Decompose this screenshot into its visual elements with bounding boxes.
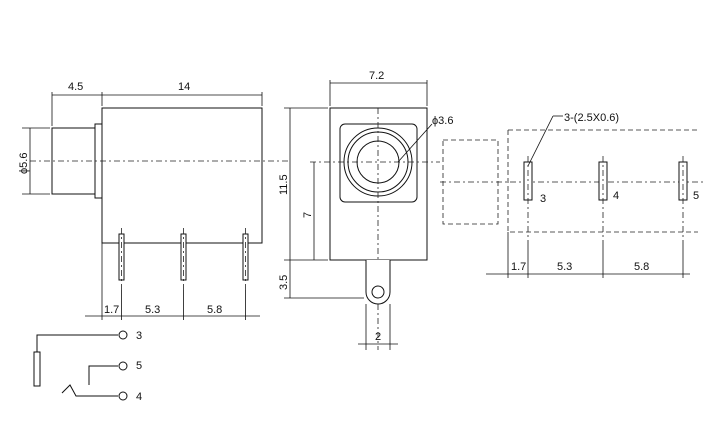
- dim-label: 7: [302, 212, 314, 218]
- pin-label: 3: [136, 330, 142, 342]
- dim-label: ϕ5.6: [18, 153, 30, 174]
- dim-label: 1.7: [511, 261, 526, 273]
- terminal-circle: [118, 391, 128, 401]
- dim-label: 14: [178, 81, 190, 93]
- pcb-view: 3 4 5 3-(2.5X0.6) 1.7 5.3 5.8: [440, 112, 705, 278]
- schematic: 3 5 4: [33, 330, 142, 403]
- plug-symbol: [33, 351, 41, 387]
- dim-label: ϕ3.6: [432, 115, 453, 127]
- terminal-circle: [118, 330, 128, 340]
- tab-hole: [371, 285, 385, 299]
- pad-note: 3-(2.5X0.6): [564, 112, 619, 124]
- pin-label: 5: [136, 360, 142, 372]
- pads: [523, 156, 688, 240]
- dim-label: 7.2: [369, 70, 384, 82]
- pin-label: 4: [136, 391, 142, 403]
- socket-frame: [339, 123, 418, 203]
- dim-label: 5.8: [207, 304, 222, 316]
- bottom-tab: [365, 260, 391, 305]
- dim-label: 3.5: [278, 275, 290, 290]
- front-pins: [118, 228, 249, 290]
- side-view: 7.2 ϕ3.6 11.5 7 3.5 2: [278, 70, 453, 350]
- pin-label: 4: [613, 190, 619, 202]
- dim-label: 4.5: [68, 81, 83, 93]
- terminal-circle: [118, 361, 128, 371]
- dim-label: 5.3: [557, 261, 572, 273]
- dim-label: 2: [375, 331, 381, 343]
- dim-label: 5.8: [634, 261, 649, 273]
- dim-label: 1.7: [104, 304, 119, 316]
- dim-label: 5.3: [145, 304, 160, 316]
- front-view: 4.5 14 ϕ5.6 1.7 5.3 5.8: [18, 81, 290, 320]
- pin-label: 5: [693, 190, 699, 202]
- jack-body: [101, 107, 263, 244]
- pin-label: 3: [540, 193, 546, 205]
- dim-label: 11.5: [278, 174, 290, 195]
